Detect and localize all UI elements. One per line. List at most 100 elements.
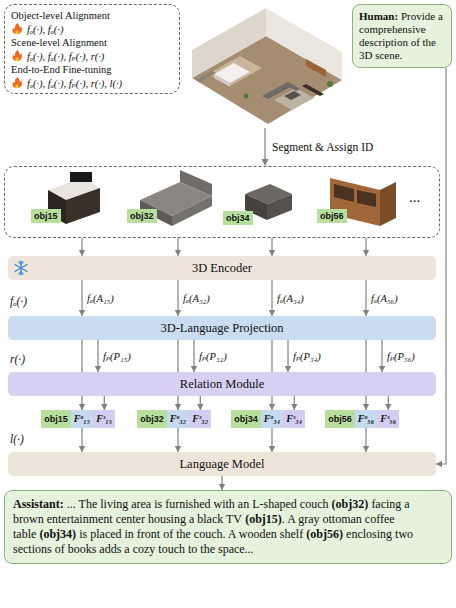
object-feature-chip: Fᵒ₃₂	[167, 410, 190, 428]
scene-tv-stand	[302, 84, 324, 96]
module-band: Language Model	[8, 452, 436, 476]
object-id-tag: obj32	[137, 410, 167, 428]
assistant-response-box: Assistant:... The living area is furnish…	[4, 490, 452, 564]
scene-wall	[266, 8, 342, 80]
stage-name: Scene-level Alignment	[11, 36, 107, 49]
stage-modules: fₒ(·), fₐ(·)	[27, 23, 63, 36]
ellipsis: ...	[409, 189, 420, 206]
edge-label: fₐ(A₅₆)	[370, 292, 399, 305]
tv-stand-front	[66, 188, 100, 224]
dialogue-text: is placed in front of the couch. A woode…	[79, 527, 303, 541]
couch-back	[180, 170, 212, 196]
object-id: obj32	[130, 211, 154, 221]
arrow-head	[436, 461, 442, 467]
training-stage-box: Object-level Alignmentfₒ(·), fₐ(·)Scene-…	[4, 4, 180, 94]
speaker-or-reference: (obj15)	[245, 512, 282, 526]
segment-arrow-head	[262, 159, 269, 166]
module-name: Language Model	[179, 457, 264, 472]
feature-symbol: Fᵒ₅₆	[358, 413, 375, 424]
module-name: 3D Encoder	[192, 261, 252, 276]
segment-arrow	[264, 128, 265, 160]
scene-plant	[244, 94, 249, 99]
scene-feature-chip: Fˢ₁₅	[93, 410, 115, 428]
object-set-box: ... obj15 obj32 obj34 obj56	[4, 166, 440, 238]
feature-symbol: Fᵒ₃₂	[170, 413, 187, 424]
scene-feature-chip: Fˢ₃₂	[189, 410, 211, 428]
edge-label: fₚ(P₃₄)	[292, 350, 322, 363]
object-feature-chip: Fᵒ₁₅	[71, 410, 94, 428]
feature-symbol: Fˢ₃₄	[286, 413, 302, 424]
scene-room	[208, 56, 262, 86]
object-feature-chip: Fᵒ₃₄	[261, 410, 284, 428]
trainable-flame-icon	[13, 77, 22, 88]
object-id-tag: obj34	[223, 211, 253, 225]
feature-symbol: Fᵒ₁₅	[74, 413, 91, 424]
speaker-or-reference: Assistant:	[13, 497, 64, 511]
object-renders	[48, 170, 396, 226]
stage-name: Object-level Alignment	[11, 9, 110, 22]
edge-label: fₐ(A₁₅)	[86, 292, 115, 305]
object-id: obj32	[140, 414, 164, 424]
scene-couch	[284, 82, 300, 91]
module-function-name: l(·)	[10, 432, 24, 446]
tv	[70, 172, 92, 182]
scene-feature-chip: Fˢ₃₄	[283, 410, 305, 428]
object-id: obj56	[328, 414, 352, 424]
step-label: Segment & Assign ID	[272, 140, 373, 154]
shelf-books	[357, 190, 376, 207]
module-band: 3D Encoder	[8, 256, 436, 280]
edge-label: fₚ(P₅₆)	[386, 350, 416, 363]
speaker-or-reference: (obj34)	[39, 527, 76, 541]
edge-label: fₐ(A₃₂)	[182, 292, 211, 305]
trainable-flame-icon	[13, 50, 22, 61]
stage-modules: fₒ(·), fₐ(·), fₚ(·), r(·), l(·)	[27, 77, 122, 90]
module-function-name: r(·)	[10, 352, 25, 366]
scene-shelf	[306, 59, 326, 77]
object-id-tag: obj56	[317, 209, 347, 223]
object-id: obj34	[226, 213, 250, 223]
feature-symbol: Fᵒ₃₄	[264, 413, 281, 424]
module-name: Relation Module	[180, 377, 264, 392]
object-id: obj34	[234, 414, 258, 424]
object-id-tag: obj34	[231, 410, 261, 428]
object-id-tag: obj32	[127, 209, 157, 223]
scene-plant	[327, 81, 333, 87]
module-band: Relation Module	[8, 372, 436, 396]
shelf-side	[380, 182, 396, 226]
feature-symbol: Fˢ₅₆	[380, 413, 396, 424]
dialogue-text: ... The living area is furnished with an…	[67, 497, 329, 511]
stage-modules: fₒ(·), fₐ(·), fₚ(·), r(·)	[27, 50, 104, 63]
object-id: obj15	[34, 211, 58, 221]
feature-symbol: Fˢ₃₂	[192, 413, 208, 424]
ottoman-side	[267, 194, 292, 220]
stage-name: End-to-End Fine-tuning	[11, 63, 112, 76]
edge-label: fₚ(P₃₂)	[198, 350, 228, 363]
speaker-or-reference: (obj56)	[306, 527, 343, 541]
scene-feature-chip: Fˢ₅₆	[377, 410, 399, 428]
feature-symbol: Fˢ₁₅	[96, 413, 112, 424]
object-id-tag: obj15	[31, 209, 61, 223]
object-feature-chip: Fᵒ₅₆	[355, 410, 378, 428]
object-id: obj56	[320, 211, 344, 221]
scene-ottoman	[284, 91, 301, 100]
scene-counter	[196, 71, 216, 82]
speaker-or-reference: Human:	[359, 10, 398, 22]
edge-label: fₚ(P₁₅)	[102, 350, 132, 363]
connector	[436, 68, 446, 464]
frozen-snowflake-icon	[15, 261, 27, 275]
object-id-tag: obj56	[325, 410, 355, 428]
trainable-flame-icon	[13, 23, 22, 34]
scene-render	[192, 8, 342, 124]
module-name: 3D-Language Projection	[160, 321, 283, 336]
scene-bed	[214, 74, 230, 87]
human-prompt-box: Human:Provide a comprehensive descriptio…	[352, 4, 452, 68]
speaker-or-reference: (obj32)	[332, 497, 369, 511]
module-band: 3D-Language Projection	[8, 316, 436, 340]
object-id-tag: obj15	[41, 410, 71, 428]
couch-front	[172, 196, 212, 226]
module-function-name: fₒ(·)	[10, 294, 27, 308]
edge-label: fₐ(A₃₄)	[276, 292, 305, 305]
object-id: obj15	[44, 414, 68, 424]
